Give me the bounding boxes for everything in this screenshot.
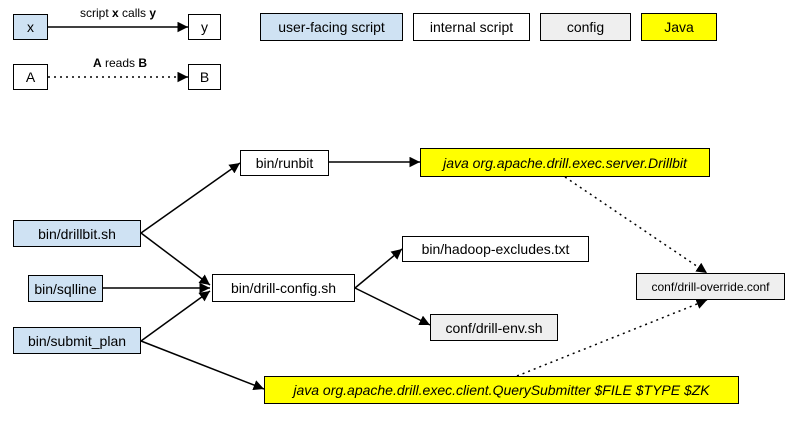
legend-calls-label-a: x [112, 6, 119, 20]
legend-config: config [540, 13, 631, 41]
legend-user-facing-script: user-facing script [260, 13, 403, 41]
arrow-drill-config-to-drill-env [354, 287, 431, 326]
legend-reads-label-a: A [93, 56, 102, 70]
legend-reads-label-b: B [138, 56, 148, 70]
legend-reads-label: A reads B [93, 56, 147, 70]
node-drillbit-sh: bin/drillbit.sh [13, 220, 141, 247]
legend-calls-label-b: y [149, 6, 157, 20]
legend-a-node: A [13, 64, 48, 90]
node-hadoop-excludes: bin/hadoop-excludes.txt [402, 236, 589, 262]
arrow-drill-config-to-hadoop-excludes [354, 248, 403, 289]
node-query-submitter: java org.apache.drill.exec.client.QueryS… [264, 376, 739, 404]
legend-calls-label-mid: calls [118, 6, 150, 20]
legend-x-node: x [13, 14, 48, 40]
node-runbit: bin/runbit [240, 150, 329, 176]
legend-reads-label-mid: reads [101, 56, 139, 70]
node-sqlline: bin/sqlline [28, 275, 103, 302]
node-drillbit-java: java org.apache.drill.exec.server.Drillb… [420, 148, 710, 177]
legend-java: Java [641, 13, 717, 41]
arrow-drillbit-to-runbit [140, 162, 241, 234]
arrow-drillbit-to-drill-config [140, 232, 211, 286]
node-drill-override-conf: conf/drill-override.conf [636, 273, 785, 300]
legend-y-node: y [188, 14, 221, 40]
read-query-submitter-to-override [516, 299, 708, 377]
node-drill-env-sh: conf/drill-env.sh [430, 314, 558, 341]
legend-calls-label: script x calls y [80, 6, 156, 20]
node-submit-plan: bin/submit_plan [13, 327, 141, 354]
node-drill-config-sh: bin/drill-config.sh [212, 274, 355, 302]
legend-internal-script: internal script [413, 13, 530, 41]
arrow-submit-plan-to-query-submitter [140, 340, 265, 391]
arrow-submit-plan-to-drill-config [140, 290, 211, 342]
legend-calls-label-prefix: script [80, 6, 113, 20]
legend-b-node: B [188, 64, 221, 90]
read-drillbit-java-to-override [564, 176, 708, 274]
